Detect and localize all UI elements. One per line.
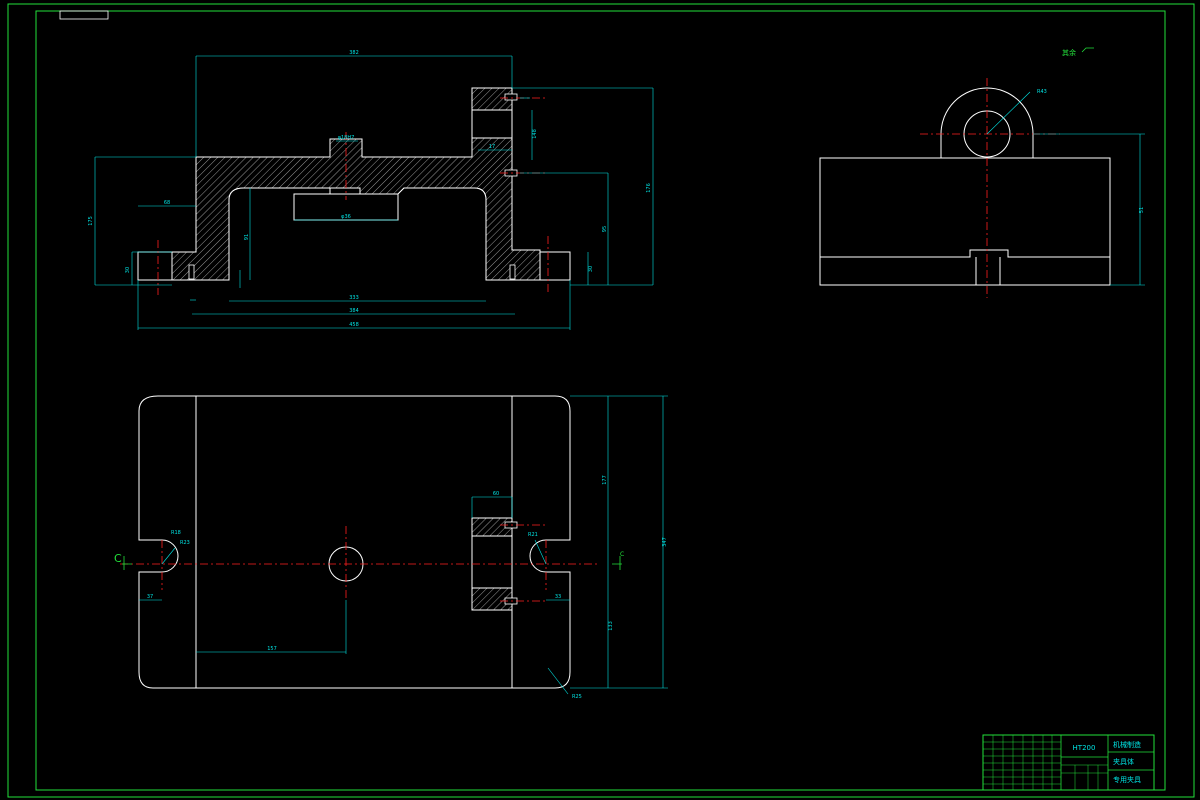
dim-left-small: 30 (125, 267, 131, 273)
side-body (819, 157, 1111, 286)
side-base-line (820, 249, 1110, 258)
dim-right-small: 30 (588, 266, 594, 272)
material-label: HT200 (1073, 744, 1096, 752)
dim-upper: 177 (602, 475, 608, 485)
dim-top-width: 382 (349, 50, 359, 56)
dim-lower: 133 (608, 621, 614, 631)
dim-overall-width: 458 (349, 322, 359, 328)
bolt-slot-left (188, 264, 195, 280)
right-foot (539, 251, 571, 281)
side-lug (940, 87, 1034, 158)
dim-left: 37 (147, 594, 153, 600)
part-name-label: 夹具体 (1113, 757, 1134, 766)
top-dim-lines (139, 395, 668, 695)
dim-inner-height: 91 (244, 234, 250, 240)
dim-inner-span: 333 (349, 295, 359, 301)
dim-left-height: 175 (88, 216, 94, 226)
section-mark-left: C (114, 552, 122, 565)
side-slot (975, 257, 1001, 285)
roughness-symbol (1081, 47, 1094, 53)
top-view: 347 177 133 157 60 R18 R23 R21 37 33 R25… (114, 395, 668, 700)
side-dim-lines (986, 91, 1145, 286)
drawing-code-label: 专用夹具 (1113, 775, 1141, 784)
dim-right-height: 176 (646, 183, 652, 193)
lug-slot (471, 109, 513, 139)
dim-slot: 17 (489, 144, 495, 150)
dim-lug: 148 (532, 129, 538, 139)
left-foot (137, 251, 173, 281)
dim-side-height: 51 (1139, 207, 1145, 213)
dim-base-dist: 157 (267, 646, 277, 652)
dim-right-mid: 95 (602, 226, 608, 232)
base-outline (138, 395, 571, 689)
roughness-note: 其余 (1062, 48, 1076, 57)
section-arrow-right (612, 556, 622, 570)
section-mark-right: C (620, 551, 624, 558)
company-label: 机械制造 (1113, 740, 1141, 749)
bolt-slot-right (509, 264, 516, 280)
title-block: HT200 机械制造 夹具体 专用夹具 (982, 734, 1155, 791)
dim-right: 33 (555, 594, 561, 600)
dim-left-r1: R18 (171, 530, 181, 536)
dim-left-step: 68 (164, 200, 170, 206)
outer-frame (7, 3, 1195, 798)
dim-bottom-span: 384 (349, 308, 359, 314)
dim-fit: φ18H7 (338, 135, 355, 141)
dim-corner-r: R25 (572, 694, 582, 700)
section-arrow-left (122, 556, 132, 570)
title-block-frame (982, 734, 1155, 791)
dim-total-height: 347 (662, 537, 668, 547)
front-section-view: 382 458 384 333 68 17 175 30 176 95 30 9… (88, 50, 654, 330)
code-box (59, 10, 109, 20)
side-view: R43 51 其余 (819, 47, 1145, 298)
dim-side-radius: R43 (1037, 89, 1047, 95)
dim-left-r2: R23 (180, 540, 190, 546)
front-dim-lines (94, 55, 654, 330)
dim-right-r: R21 (528, 532, 538, 538)
pin-hole-top (504, 93, 518, 101)
title-grid (983, 735, 1108, 790)
dim-cylinder: φ36 (341, 214, 351, 220)
lug-gap (471, 535, 513, 589)
inner-frame (35, 10, 1166, 791)
dim-lug-width: 60 (493, 491, 499, 497)
